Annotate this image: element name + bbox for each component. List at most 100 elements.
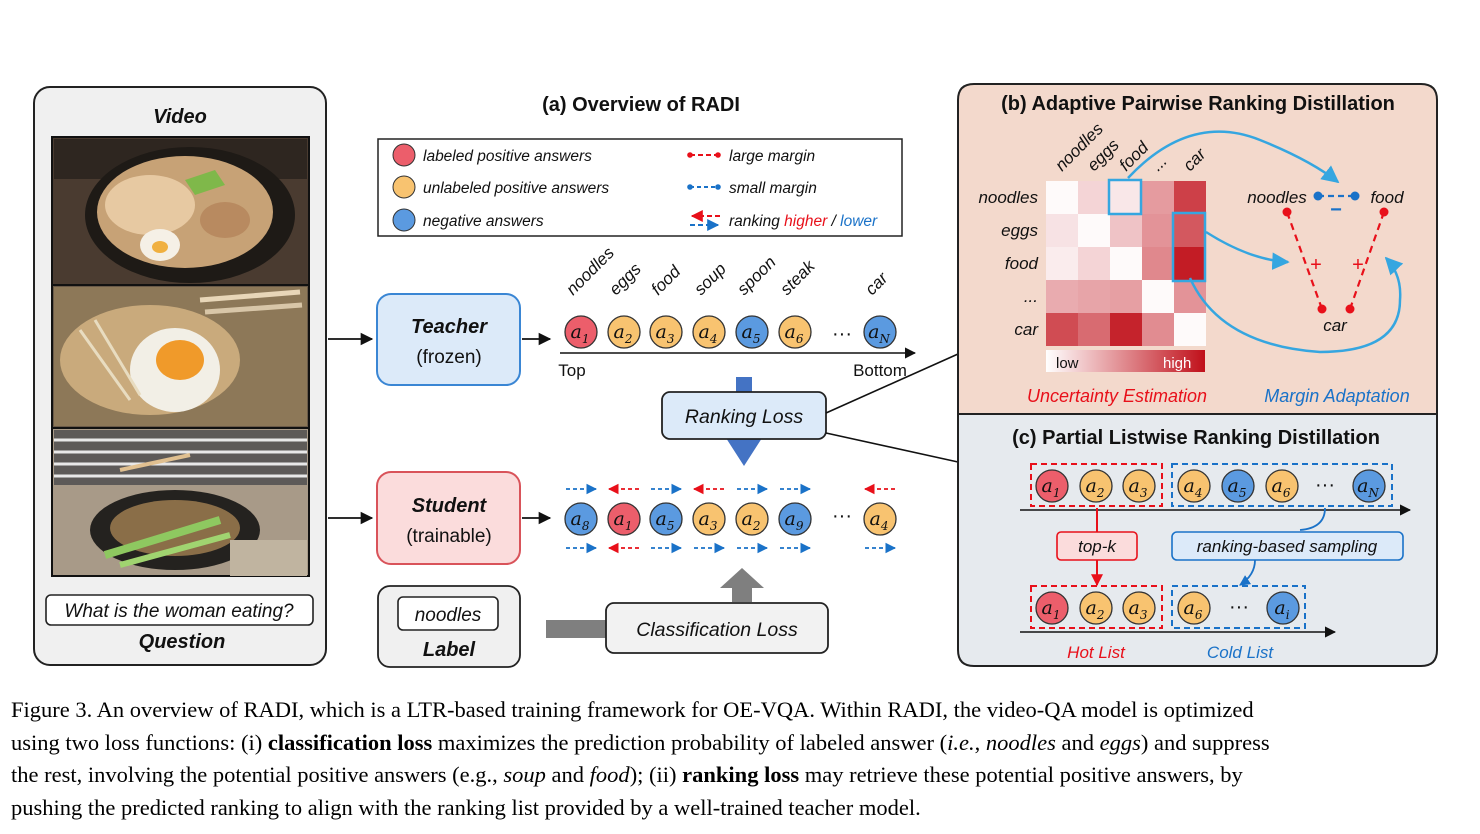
heatmap-cell-1-4 xyxy=(1174,214,1206,247)
teacher-word-food: food xyxy=(647,262,684,299)
panel-b: (b) Adaptive Pairwise Ranking Distillati… xyxy=(957,83,1438,415)
teacher-box: Teacher (frozen) xyxy=(376,293,521,386)
legend-ranking-prefix: ranking xyxy=(729,213,784,230)
student-name: Student xyxy=(412,495,488,517)
caption-segment: ) and suppress xyxy=(1140,729,1270,755)
heatmap-cell-2-4 xyxy=(1174,247,1206,280)
listwise-title: (c) Partial Listwise Ranking Distillatio… xyxy=(1012,427,1380,449)
full-list-answer-1: a1 xyxy=(1035,469,1069,503)
teacher-answer-5-circle xyxy=(735,315,769,349)
legend-ranking-higher: higher xyxy=(784,213,828,230)
cold-list-answer-6: a6 xyxy=(1177,591,1211,625)
caption-segment: food xyxy=(589,762,630,787)
teacher-answer-1: a1 xyxy=(564,315,598,349)
top-label: Top xyxy=(558,361,585,380)
legend-box: labeled positive answers unlabeled posit… xyxy=(377,138,903,237)
video-frame-3 xyxy=(51,427,310,577)
student-answer-8: a8 xyxy=(564,502,598,536)
legend-large-margin-text: large margin xyxy=(729,148,815,165)
heatmap-highlight-small xyxy=(1107,178,1143,216)
student-ranking-arrows xyxy=(566,483,897,554)
full-list-answer-5: a5 xyxy=(1221,469,1255,503)
caption-segment: the rest, involving the potential positi… xyxy=(11,762,504,787)
food-node-red xyxy=(1379,207,1389,217)
heatmap-cell-0-0 xyxy=(1046,181,1078,214)
hot-list-answer-3: a3 xyxy=(1122,591,1156,625)
uncertainty-heatmap xyxy=(1046,181,1206,346)
teacher-answer-4: a4 xyxy=(692,315,726,349)
teacher-answer-6: a6 xyxy=(778,315,812,349)
student-answer-8-circle xyxy=(564,502,598,536)
caption-segment: and xyxy=(1055,729,1100,755)
hot-group-frame-top xyxy=(1030,463,1163,507)
heatmap-cell-4-4 xyxy=(1174,313,1206,346)
caption-line-2: the rest, involving the potential positi… xyxy=(11,759,1471,792)
legend-ranking-sep: / xyxy=(827,213,840,230)
heatmap-row-label-2: food xyxy=(1005,254,1039,273)
cold-list: a6 ai xyxy=(1177,591,1300,625)
full-list-answer-3: a3 xyxy=(1122,469,1156,503)
car-node-right xyxy=(1345,304,1355,314)
heatmap-cell-1-2 xyxy=(1110,214,1142,247)
legend-small-margin-text: small margin xyxy=(729,180,817,197)
heatmap-cell-0-2 xyxy=(1110,181,1142,214)
heatmap-cell-0-1 xyxy=(1078,181,1110,214)
full-list-answer-N-circle xyxy=(1352,469,1386,503)
bottom-label: Bottom xyxy=(853,361,907,380)
heatmap-cell-2-2 xyxy=(1110,247,1142,280)
heatmap-cell-1-1 xyxy=(1078,214,1110,247)
full-list-answer-2-circle xyxy=(1079,469,1113,503)
caption-segment: noodles xyxy=(985,729,1056,755)
teacher-answer-4-circle xyxy=(692,315,726,349)
large-margin-edge-left xyxy=(1285,211,1324,310)
student-answer-9: a9 xyxy=(778,502,812,536)
large-margin-curve-arrow-1 xyxy=(1205,230,1290,270)
heatmap-cell-1-3 xyxy=(1142,214,1174,247)
student-answer-1-circle xyxy=(607,502,641,536)
legend-ranking-text: ranking higher / lower xyxy=(729,213,878,230)
student-answer-4-circle xyxy=(863,502,897,536)
cold-list-answer-i: ai xyxy=(1266,591,1300,625)
full-list-answer-6: a6 xyxy=(1265,469,1299,503)
figure-caption: Figure 3. An overview of RADI, which is … xyxy=(11,694,1471,824)
heatmap-cell-4-0 xyxy=(1046,313,1078,346)
full-list-answer-N: aN xyxy=(1352,469,1386,503)
heatmap-cell-2-3 xyxy=(1142,247,1174,280)
teacher-answer-6-circle xyxy=(778,315,812,349)
full-list-answer-1-circle xyxy=(1035,469,1069,503)
pairwise-title: (b) Adaptive Pairwise Ranking Distillati… xyxy=(1001,93,1395,115)
uncertainty-estimation-label: Uncertainty Estimation xyxy=(1027,386,1207,406)
heatmap-cell-3-2 xyxy=(1110,280,1142,313)
heatmap-cell-2-0 xyxy=(1046,247,1078,280)
caption-segment: i.e. xyxy=(947,729,975,755)
classification-loss-box: Classification Loss xyxy=(605,602,829,654)
heatmap-cell-4-3 xyxy=(1142,313,1174,346)
teacher-answer-N: aN xyxy=(863,315,897,349)
teacher-answer-N-circle xyxy=(863,315,897,349)
heatmap-row-label-1: eggs xyxy=(1001,221,1038,240)
triangle-word-car: car xyxy=(1323,316,1348,335)
heatmap-cell-1-0 xyxy=(1046,214,1078,247)
legend-ranking-arrows-icon xyxy=(690,210,720,231)
student-answer-3: a3 xyxy=(692,502,726,536)
margin-adaptation-label: Margin Adaptation xyxy=(1264,386,1409,406)
legend-large-margin-icon xyxy=(687,152,721,158)
student-answer-5: a5 xyxy=(649,502,683,536)
heatmap-cell-3-1 xyxy=(1078,280,1110,313)
teacher-word-steak: steak xyxy=(776,256,819,299)
student-state: (trainable) xyxy=(406,526,492,547)
teacher-word-car: car xyxy=(861,268,892,299)
hot-list-answer-1: a1 xyxy=(1035,591,1069,625)
teacher-word-spoon: spoon xyxy=(733,253,779,299)
legend-unlabeled-dot xyxy=(392,175,416,199)
question-text: What is the woman eating? xyxy=(64,601,294,622)
hot-list-caption: Hot List xyxy=(1067,643,1126,662)
label-to-loss-bar xyxy=(546,620,608,638)
full-list-answer-5-circle xyxy=(1221,469,1255,503)
noodles-node xyxy=(1313,191,1323,201)
teacher-state: (frozen) xyxy=(416,347,481,368)
legend-unlabeled-text: unlabeled positive answers xyxy=(423,180,609,197)
student-answer-9-circle xyxy=(778,502,812,536)
